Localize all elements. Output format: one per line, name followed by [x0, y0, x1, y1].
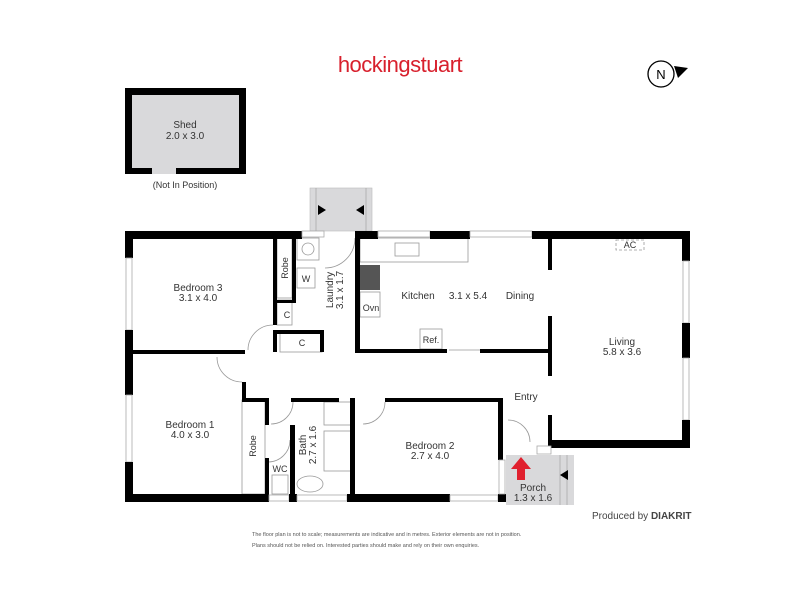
laundry-name: Laundry — [325, 272, 336, 308]
porch: Porch 1.3 x 1.6 — [506, 455, 574, 505]
kitchen-size: 3.1 x 5.4 — [449, 291, 488, 302]
living-size: 5.8 x 3.6 — [603, 347, 642, 358]
laundry-size: 3.1 x 1.7 — [335, 270, 346, 309]
entrance-arrow-icon — [511, 457, 531, 480]
north-compass-icon: N — [647, 60, 688, 88]
disclaimer-line-2: Plans should not be relied on. Intereste… — [252, 543, 480, 549]
fridge-label: Ref. — [423, 335, 440, 345]
bath-size: 2.7 x 1.6 — [308, 425, 319, 464]
washer-label: W — [302, 274, 311, 284]
shed-name: Shed — [173, 120, 196, 131]
shed-note: (Not In Position) — [153, 180, 218, 190]
doors — [216, 237, 531, 463]
disclaimer-line-1: The floor plan is not to scale; measurem… — [252, 532, 522, 538]
porch-name: Porch — [520, 483, 546, 494]
bedroom2-size: 2.7 x 4.0 — [411, 451, 450, 462]
porch-size: 1.3 x 1.6 — [514, 493, 553, 504]
cupboard-label: C — [284, 310, 291, 320]
produced-by: Produced by DIAKRIT — [592, 511, 692, 522]
dining-name: Dining — [506, 291, 534, 302]
bath-name: Bath — [298, 435, 309, 456]
walls — [125, 230, 690, 502]
entry-name: Entry — [514, 392, 537, 403]
robe-label: Robe — [248, 435, 258, 457]
bedroom1-name: Bedroom 1 — [166, 420, 215, 431]
rear-steps — [309, 187, 373, 232]
bedroom2-name: Bedroom 2 — [406, 441, 455, 452]
kitchen-name: Kitchen — [401, 291, 434, 302]
shed-size: 2.0 x 3.0 — [166, 131, 205, 142]
compass-label: N — [656, 67, 665, 82]
shed: Shed 2.0 x 3.0 (Not In Position) — [125, 88, 246, 190]
robe-label: Robe — [280, 257, 290, 279]
bedroom1-size: 4.0 x 3.0 — [171, 430, 210, 441]
living-name: Living — [609, 337, 635, 348]
wc-label: WC — [273, 464, 288, 474]
ac-label: AC — [624, 240, 637, 250]
bedroom3-size: 3.1 x 4.0 — [179, 293, 218, 304]
oven-label: Ovn — [363, 303, 380, 313]
producer-logo: DIAKRIT — [651, 511, 692, 522]
fixtures — [241, 237, 645, 495]
cupboard-label: C — [299, 338, 306, 348]
bedroom3-name: Bedroom 3 — [174, 283, 223, 294]
brand-logo: hockingstuart — [338, 52, 463, 77]
